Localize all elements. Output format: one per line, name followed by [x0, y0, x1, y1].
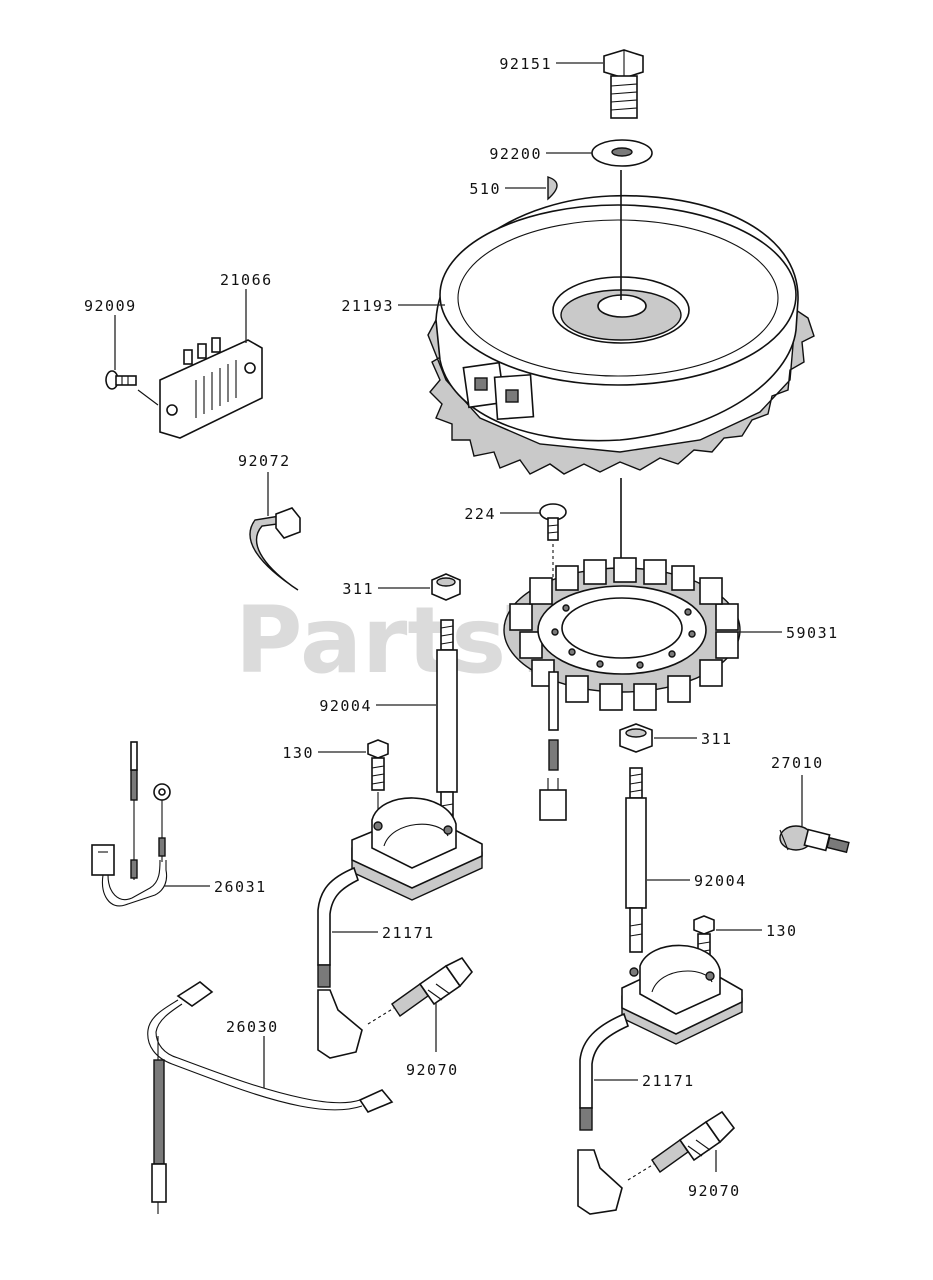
callout-311-left[interactable]: 311 — [342, 580, 374, 598]
washer-92200[interactable] — [591, 139, 653, 167]
ignition-coil-21171-left[interactable] — [317, 797, 483, 1059]
stator-lead-wire — [539, 671, 567, 821]
bolt-130-left[interactable] — [367, 739, 389, 791]
ignition-coil-21171-right[interactable] — [577, 944, 743, 1215]
clamp-92072[interactable] — [249, 507, 301, 591]
callout-92004-right[interactable]: 92004 — [694, 872, 747, 890]
callout-92200[interactable]: 92200 — [489, 145, 542, 163]
flywheel-21193[interactable] — [427, 194, 815, 475]
callout-59031[interactable]: 59031 — [786, 624, 839, 642]
plug-right-path — [627, 1163, 655, 1181]
callout-21193[interactable]: 21193 — [341, 297, 394, 315]
callout-21066[interactable]: 21066 — [220, 271, 273, 289]
lead-wire-26030[interactable] — [147, 981, 394, 1214]
callout-130-right[interactable]: 130 — [766, 922, 798, 940]
bolt-92151[interactable] — [603, 49, 644, 119]
callout-26031[interactable]: 26031 — [214, 878, 267, 896]
callout-21171-left[interactable]: 21171 — [382, 924, 435, 942]
screw-92009[interactable] — [105, 370, 137, 390]
screw-224[interactable] — [539, 503, 567, 541]
switch-27010[interactable] — [779, 825, 850, 854]
stud-92004-left[interactable] — [436, 619, 458, 829]
callout-27010[interactable]: 27010 — [771, 754, 824, 772]
callout-92151[interactable]: 92151 — [499, 55, 552, 73]
key-510[interactable] — [547, 176, 558, 201]
callout-92004-left[interactable]: 92004 — [319, 697, 372, 715]
callout-92070-right[interactable]: 92070 — [688, 1182, 741, 1200]
callout-311-right[interactable]: 311 — [701, 730, 733, 748]
callout-92072[interactable]: 92072 — [238, 452, 291, 470]
stator-59031[interactable] — [503, 557, 741, 711]
screw-path-line — [137, 389, 159, 406]
callout-130-left[interactable]: 130 — [282, 744, 314, 762]
nut-311-right[interactable] — [619, 723, 653, 753]
callout-92009[interactable]: 92009 — [84, 297, 137, 315]
stud-92004-right[interactable] — [625, 767, 647, 953]
regulator-21066[interactable] — [159, 337, 263, 439]
callout-92070-left[interactable]: 92070 — [406, 1061, 459, 1079]
nut-311-left[interactable] — [431, 573, 461, 601]
lead-wire-26031[interactable] — [91, 741, 171, 907]
callout-510[interactable]: 510 — [469, 180, 501, 198]
plug-left-path — [367, 1007, 395, 1025]
callout-26030[interactable]: 26030 — [226, 1018, 279, 1036]
spark-plug-92070-right[interactable] — [651, 1110, 736, 1173]
callout-224[interactable]: 224 — [464, 505, 496, 523]
spark-plug-92070-left[interactable] — [391, 956, 474, 1017]
callout-21171-right[interactable]: 21171 — [642, 1072, 695, 1090]
